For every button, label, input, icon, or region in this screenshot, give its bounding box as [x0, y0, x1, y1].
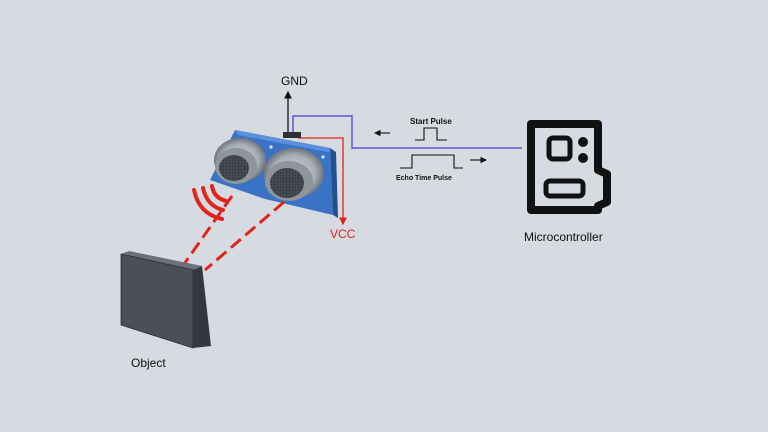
- start-pulse-waveform: [373, 127, 447, 141]
- ultrasonic-sensor-icon: [210, 130, 338, 218]
- ultrasonic-waves: [192, 184, 228, 221]
- gnd-label: GND: [281, 74, 308, 88]
- start-pulse-label: Start Pulse: [410, 117, 452, 126]
- signal-wire: [292, 115, 522, 149]
- sound-path-lines: [180, 195, 285, 272]
- object-label: Object: [131, 356, 166, 370]
- microcontroller-chip-icon: [527, 120, 611, 214]
- vcc-label: VCC: [330, 227, 356, 241]
- echo-pulse-label: Echo Time Pulse: [396, 175, 452, 182]
- microcontroller-label: Microcontroller: [524, 230, 603, 244]
- object-block: [120, 251, 211, 349]
- vcc-wire: [298, 137, 347, 226]
- echo-pulse-waveform: [400, 154, 488, 169]
